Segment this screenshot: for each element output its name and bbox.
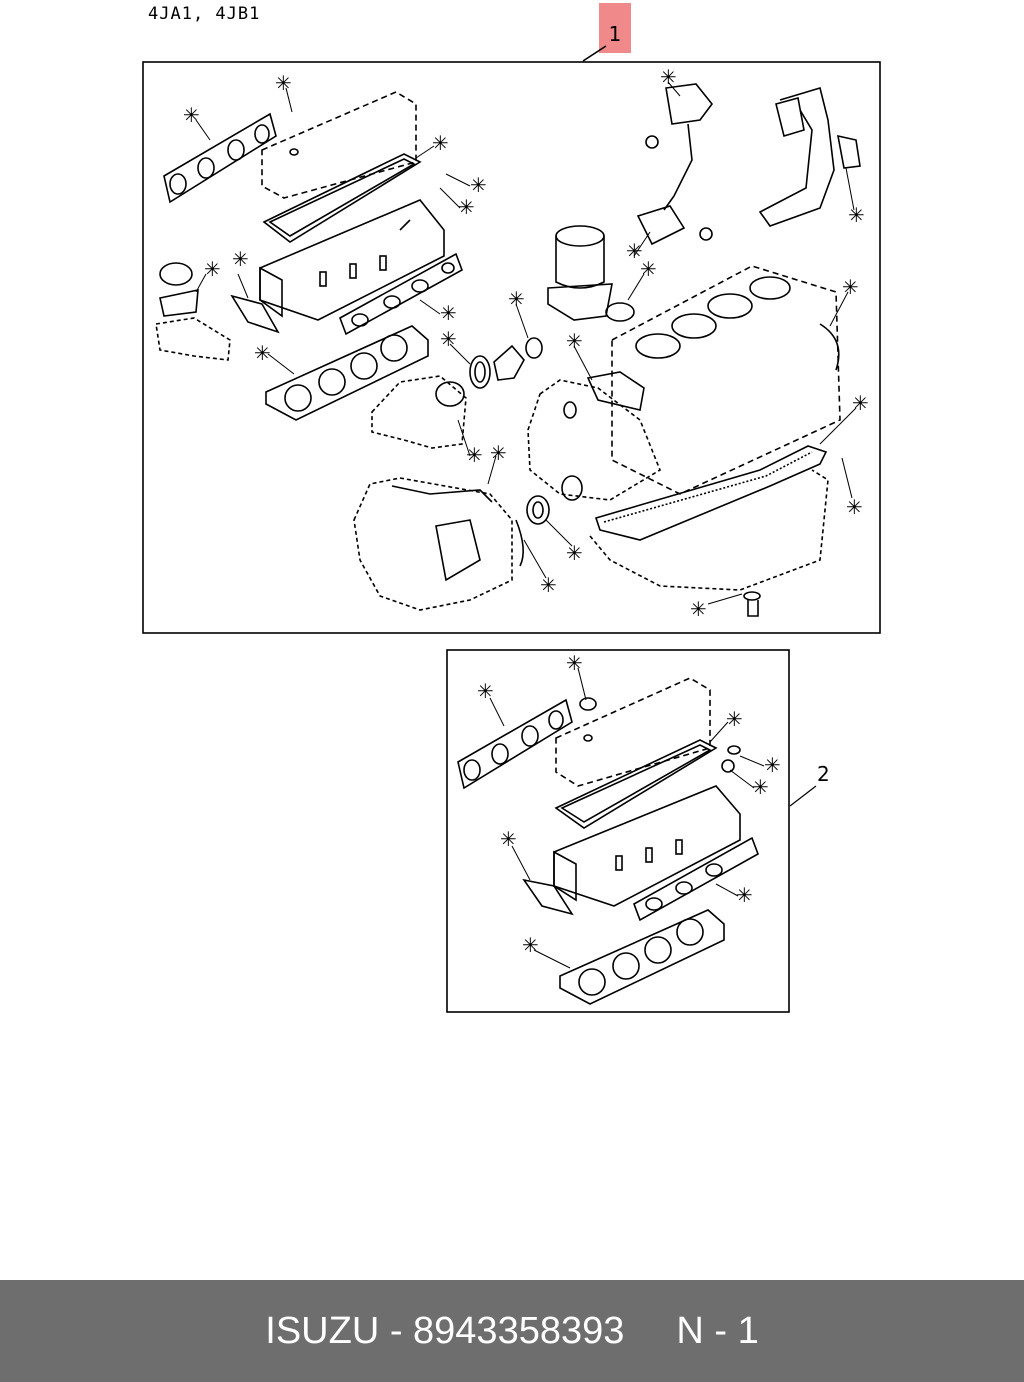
svg-text:✳: ✳ xyxy=(566,651,583,675)
crankshaft-seal xyxy=(515,495,550,567)
kit2-cylinder-head xyxy=(553,785,741,907)
svg-text:✳: ✳ xyxy=(490,441,507,465)
svg-text:✳: ✳ xyxy=(626,239,643,263)
callout-1-highlighted[interactable]: 1 xyxy=(599,3,631,53)
svg-text:✳: ✳ xyxy=(736,883,753,907)
oil-filter xyxy=(525,225,635,359)
valve-cover xyxy=(261,91,417,199)
kit2-bolts xyxy=(579,697,741,773)
svg-text:✳: ✳ xyxy=(846,495,863,519)
gasket-kit-diagram: ✳ ✳ ✳ ✳ ✳ ✳ ✳ ✳ ✳ ✳ ✳ ✳ ✳ ✳ ✳ ✳ ✳ ✳ ✳ ✳ … xyxy=(142,45,881,1013)
kit2-thermostat-gasket xyxy=(522,878,574,916)
diagram-reference: N - 1 xyxy=(676,1309,759,1352)
kit2-part-leaders xyxy=(489,667,765,969)
svg-text:✳: ✳ xyxy=(500,827,517,851)
kit2-exhaust-manifold-gasket xyxy=(457,698,573,790)
callout-2-leader xyxy=(789,785,817,807)
head-gasket xyxy=(265,325,429,421)
svg-text:✳: ✳ xyxy=(848,203,865,227)
valve-cover-gasket xyxy=(262,153,422,243)
part-leaders xyxy=(195,81,857,605)
oil-drain-plug xyxy=(743,591,761,617)
kit2-valve-cover xyxy=(555,677,711,787)
water-pipe xyxy=(758,86,861,227)
callout-2[interactable]: 2 xyxy=(817,762,830,786)
svg-text:✳: ✳ xyxy=(432,131,449,155)
svg-text:✳: ✳ xyxy=(440,301,457,325)
head-kit-frame xyxy=(446,649,790,1013)
intake-manifold-gasket xyxy=(339,252,463,336)
svg-text:✳: ✳ xyxy=(842,275,859,299)
svg-text:✳: ✳ xyxy=(470,173,487,197)
svg-text:✳: ✳ xyxy=(764,753,781,777)
svg-text:✳: ✳ xyxy=(275,71,292,95)
svg-text:✳: ✳ xyxy=(440,327,457,351)
thermostat-housing xyxy=(155,262,280,361)
svg-text:✳: ✳ xyxy=(466,443,483,467)
svg-text:✳: ✳ xyxy=(726,707,743,731)
exhaust-manifold-gasket xyxy=(163,112,277,204)
svg-text:✳: ✳ xyxy=(522,933,539,957)
svg-text:✳: ✳ xyxy=(660,65,677,89)
svg-text:✳: ✳ xyxy=(508,287,525,311)
footer-bar: ISUZU - 8943358393 N - 1 xyxy=(0,1280,1024,1382)
oil-pan-gasket xyxy=(594,445,828,541)
cylinder-head xyxy=(259,199,445,321)
oil-pipe xyxy=(636,83,714,246)
timing-cover xyxy=(353,477,513,611)
svg-text:✳: ✳ xyxy=(232,247,249,271)
engine-model-label: 4JA1, 4JB1 xyxy=(148,4,261,24)
svg-text:✳: ✳ xyxy=(690,597,707,621)
kit2-head-gasket xyxy=(559,909,725,1005)
kit2-intake-manifold-gasket xyxy=(633,836,759,922)
brand-part-number: ISUZU - 8943358393 xyxy=(265,1309,625,1352)
water-pump xyxy=(371,375,467,449)
svg-text:✳: ✳ xyxy=(477,679,494,703)
part-markers: ✳ ✳ ✳ ✳ ✳ ✳ ✳ ✳ ✳ ✳ ✳ ✳ ✳ ✳ ✳ ✳ ✳ ✳ ✳ ✳ … xyxy=(183,65,869,621)
svg-text:✳: ✳ xyxy=(566,329,583,353)
svg-text:✳: ✳ xyxy=(540,573,557,597)
oil-pan xyxy=(589,469,829,591)
full-kit-frame xyxy=(142,61,881,634)
kit2-part-markers: ✳ ✳ ✳ ✳ ✳ ✳ ✳ ✳ xyxy=(477,651,781,957)
svg-text:✳: ✳ xyxy=(183,103,200,127)
svg-text:✳: ✳ xyxy=(458,195,475,219)
svg-text:✳: ✳ xyxy=(852,391,869,415)
svg-text:✳: ✳ xyxy=(254,341,271,365)
kit2-valve-cover-gasket xyxy=(554,739,718,829)
callout-1-leader xyxy=(582,45,607,62)
svg-text:✳: ✳ xyxy=(640,257,657,281)
front-oil-seal xyxy=(469,344,525,389)
svg-text:✳: ✳ xyxy=(204,257,221,281)
cylinder-block xyxy=(527,265,841,501)
svg-text:✳: ✳ xyxy=(566,541,583,565)
svg-text:✳: ✳ xyxy=(752,775,769,799)
